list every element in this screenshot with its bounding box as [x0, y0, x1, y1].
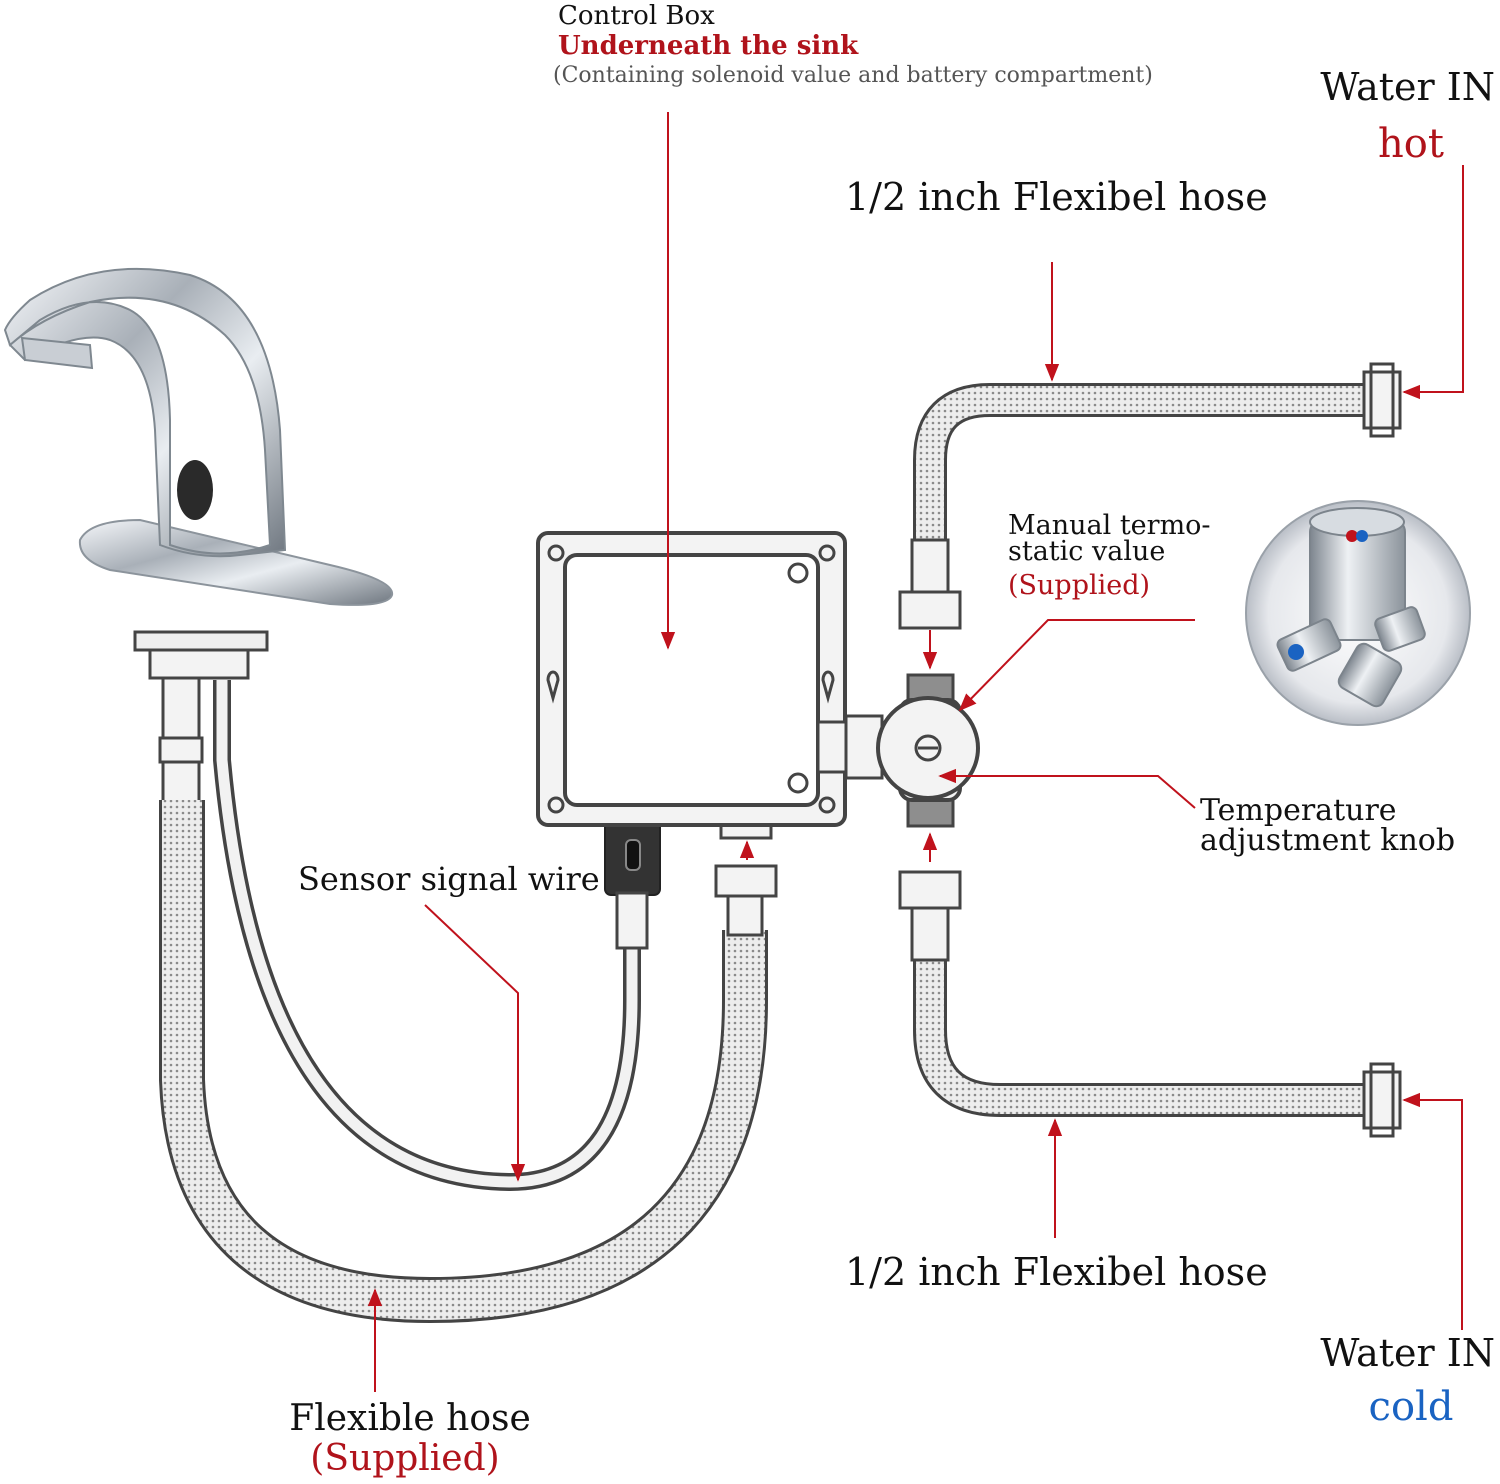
flexible-hose-label: Flexible hose	[289, 1398, 531, 1439]
callout-arrows	[367, 112, 1464, 1392]
control-box	[536, 531, 884, 827]
hot-water-hose	[898, 362, 1402, 630]
hose-bottom-label: 1/2 inch Flexibel hose	[845, 1250, 1268, 1294]
temp-knob-line2: adjustment knob	[1200, 823, 1455, 858]
control-box-title: Control Box	[558, 1, 715, 31]
faucet-illustration	[3, 267, 394, 606]
valve-supplied: (Supplied)	[1008, 570, 1150, 601]
water-in-cold-temp: cold	[1369, 1384, 1454, 1430]
sensor-signal-wire	[213, 680, 661, 1192]
control-box-note: (Containing solenoid value and battery c…	[553, 63, 1153, 88]
thermostatic-valve-photo	[1245, 500, 1471, 726]
cold-water-hose	[898, 870, 1402, 1138]
hose-top-label: 1/2 inch Flexibel hose	[845, 175, 1268, 219]
valve-label-line2: static value	[1008, 536, 1165, 567]
control-box-location: Underneath the sink	[558, 31, 859, 61]
water-in-cold-label: Water IN	[1320, 1331, 1495, 1375]
valve-label-line1: Manual termo-	[1008, 510, 1211, 541]
flexible-hose-supplied: (Supplied)	[310, 1438, 499, 1479]
faucet-supply-hose	[133, 630, 778, 1324]
temp-knob-line1: Temperature	[1200, 793, 1397, 828]
sensor-wire-label: Sensor signal wire	[298, 860, 600, 898]
thermostatic-valve	[876, 673, 980, 828]
water-in-hot-temp: hot	[1378, 121, 1444, 167]
water-in-hot-label: Water IN	[1320, 65, 1495, 109]
